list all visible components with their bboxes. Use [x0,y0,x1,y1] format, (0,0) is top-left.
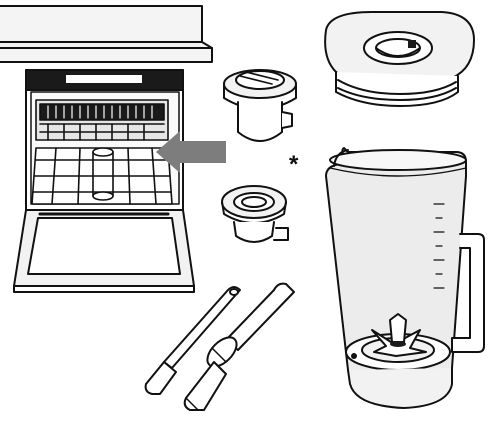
asterisk-note: * [289,151,299,178]
upper-basket [36,100,168,140]
seal-ring [222,186,288,242]
measuring-cap [224,70,296,141]
blender-jar [326,148,484,408]
blender-lid [325,12,474,106]
tamper [185,284,294,410]
open-door [14,210,194,292]
lower-basket [32,148,172,204]
countertop [0,6,212,62]
display-window [66,75,142,83]
